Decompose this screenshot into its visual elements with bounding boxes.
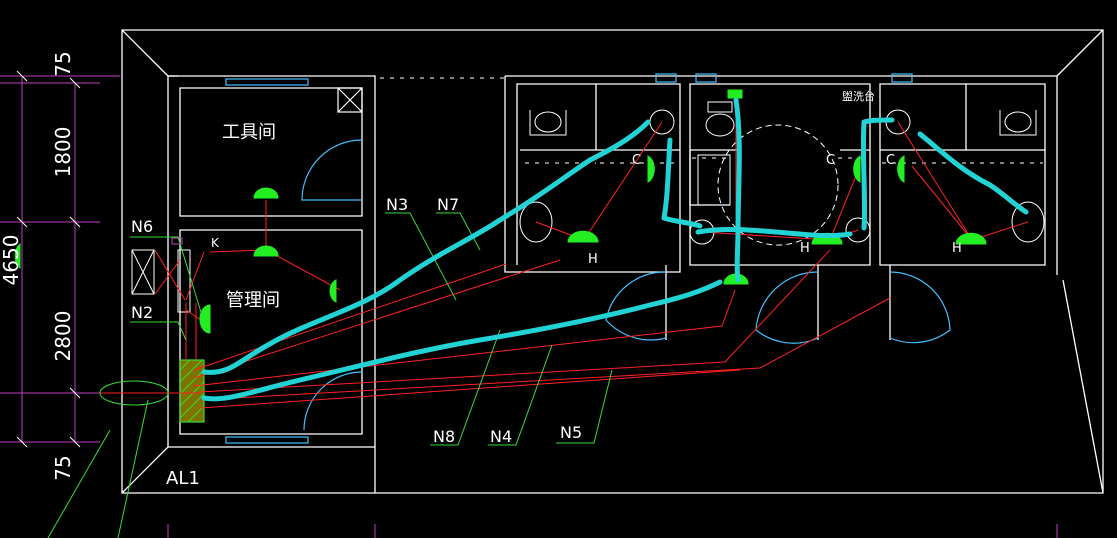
windows [225,73,913,444]
washstand-note: 盥洗台 [842,89,875,103]
outer-walls [121,29,1104,494]
fixture-mark-c3: C [886,153,895,168]
circuit-n3: N3 [386,195,408,214]
dim-bottom: 75 [51,455,75,480]
fixture-mark-h1: H [588,252,598,267]
panel-label: AL1 [166,468,200,489]
sanitary-fixtures [519,101,1045,245]
circuit-n7: N7 [437,195,459,214]
highlighted-routes [201,97,1029,402]
tool-room-vent [337,87,363,113]
circuit-n5: N5 [560,423,582,442]
fixture-mark-k: K [211,236,220,250]
dim-total: 4650 [0,235,23,286]
management-room-label: 管理间 [226,290,280,311]
circuit-n8: N8 [433,427,455,446]
switch-box [131,249,191,313]
dim-lower: 2800 [51,311,75,362]
dimension-lines [0,75,1058,538]
circuit-n6: N6 [131,217,153,236]
circuit-n4: N4 [490,427,512,446]
light-fixtures [14,89,987,334]
fixture-mark-h2: H [800,241,810,256]
leader-lines [47,212,613,538]
distribution-panel [179,359,205,423]
dim-top: 75 [51,51,75,76]
dimension-ticks [16,70,81,448]
dim-upper: 1800 [51,127,75,178]
circuit-n2: N2 [131,303,153,322]
door-swings [301,139,951,431]
fixture-mark-c2: C [826,153,835,168]
tool-room-label: 工具间 [222,122,276,143]
fixture-mark-c1: C [632,153,641,168]
fixture-mark-h3: H [952,241,962,256]
wiring [98,108,1029,409]
turning-circle [717,124,839,246]
